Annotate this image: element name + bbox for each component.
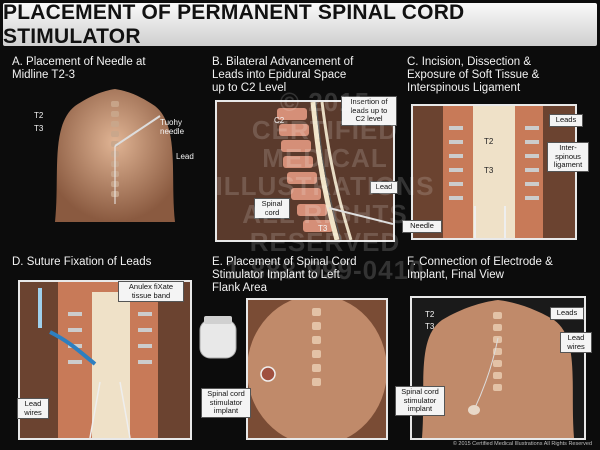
panel-b-heading: B. Bilateral Advancement of Leads into E… (212, 56, 353, 95)
panel-e-heading-line: E. Placement of Spinal Cord (212, 256, 357, 268)
label-line: wires (567, 341, 585, 351)
watermark-line: ALL RIGHTS (242, 199, 408, 229)
leads-label: Leads (549, 114, 583, 127)
panel-e-heading: E. Placement of Spinal Cord Stimulator I… (212, 256, 356, 295)
label-line: Anulex fiXate (128, 282, 174, 291)
back-needle-illustration (55, 89, 175, 222)
label-line: C2 level (355, 114, 383, 123)
label-line: spinous (555, 151, 581, 161)
label-line: Insertion of (350, 97, 388, 106)
label-line: wires (24, 407, 42, 417)
leads-label: Leads (550, 307, 584, 320)
panel-f-heading-line: F. Connection of Electrode & (407, 256, 553, 268)
watermark-line: MEDICAL (262, 143, 388, 173)
watermark-line: 1-888-999-0410 (225, 255, 425, 285)
lead-wires-label: Lead wires (17, 398, 49, 419)
lead-label: Lead (176, 152, 194, 161)
footer-copyright: © 2015 Certified Medical Illustrations A… (452, 441, 592, 447)
label-line: Lead (24, 399, 42, 408)
label-line: Inter- (559, 143, 577, 152)
label-line: cord (264, 207, 280, 217)
t2-label: T2 (34, 111, 44, 120)
t2-label: T2 (425, 310, 435, 319)
t3-label: T3 (34, 124, 44, 133)
copyright-watermark: © 2015 CERTIFIED MEDICAL ILLUSTRATIONS A… (215, 88, 435, 284)
watermark-line: ILLUSTRATIONS (215, 171, 435, 201)
implant-label: Spinal cord stimulator implant (395, 386, 445, 416)
label-line: Lead (567, 333, 585, 342)
lead-wires-label: Lead wires (560, 332, 592, 353)
tuohy-needle-label: Tuohy needle (160, 118, 184, 136)
watermark-line: CERTIFIED (251, 115, 399, 145)
final-view-illustration (412, 298, 584, 438)
implant-label: Spinal cord stimulator implant (201, 388, 251, 418)
label-line: tissue band (131, 290, 171, 300)
panel-c-heading-line: Exposure of Soft Tissue & (407, 69, 540, 81)
exposed-spine-illustration (413, 106, 575, 238)
label-line: needle (160, 127, 185, 136)
label-line: stimulator (403, 395, 437, 405)
panel-e-heading-line: Flank Area (212, 282, 267, 294)
anulex-label: Anulex fiXate tissue band (118, 281, 184, 302)
label-line: leads up to (350, 105, 388, 115)
flank-implant-illustration (248, 300, 386, 438)
t2-label: T2 (484, 137, 494, 146)
label-line: implant (407, 404, 433, 413)
panel-b-heading-line: B. Bilateral Advancement of (212, 56, 354, 68)
implant-device-icon (198, 316, 238, 360)
panel-c-heading: C. Incision, Dissection & Exposure of So… (407, 56, 539, 95)
panel-c-frame (411, 104, 577, 240)
label-line: Spinal cord (401, 387, 439, 396)
interspinous-ligament-label: Inter- spinous ligament (547, 142, 589, 172)
panel-f-heading: F. Connection of Electrode & Implant, Fi… (407, 256, 553, 282)
panel-d-heading-line: D. Suture Fixation of Leads (12, 256, 152, 268)
watermark-line: RESERVED (249, 227, 401, 257)
label-line: stimulator (209, 397, 243, 407)
t3-label: T3 (425, 322, 435, 331)
panel-f-frame (410, 296, 586, 440)
label-line: implant (213, 406, 239, 415)
panel-e-frame (246, 298, 388, 440)
panel-a-heading-line: A. Placement of Needle at (12, 56, 146, 68)
lead-label: Lead (370, 181, 398, 194)
label-line: Spinal cord (207, 389, 245, 398)
panel-c-heading-line: Interspinous Ligament (407, 82, 521, 94)
label-line: ligament (553, 160, 583, 169)
panel-e-heading-line: Stimulator Implant to Left (212, 269, 340, 281)
label-line: Tuohy (160, 118, 182, 127)
panel-c-heading-line: C. Incision, Dissection & (407, 56, 531, 68)
insertion-label: Insertion of leads up to C2 level (341, 96, 397, 126)
panel-a-illustration (40, 86, 190, 222)
spinal-cord-label: Spinal cord (254, 198, 290, 219)
panel-b-heading-line: up to C2 Level (212, 82, 287, 94)
c2-label: C2 (274, 116, 285, 125)
title-bar: PLACEMENT OF PERMANENT SPINAL CORD STIMU… (3, 0, 597, 48)
label-line: Spinal (261, 199, 283, 208)
panel-a-heading-line: Midline T2-3 (12, 69, 76, 81)
t3-label: T3 (318, 224, 328, 233)
needle-label: Needle (402, 220, 442, 233)
page-title: PLACEMENT OF PERMANENT SPINAL CORD STIMU… (3, 0, 465, 48)
panel-d-heading: D. Suture Fixation of Leads (12, 256, 151, 269)
panel-f-heading-line: Implant, Final View (407, 269, 504, 281)
panel-a-heading: A. Placement of Needle at Midline T2-3 (12, 56, 146, 82)
t3-label: T3 (484, 166, 494, 175)
panel-b-heading-line: Leads into Epidural Space (212, 69, 347, 81)
watermark-line: © 2015 (279, 87, 371, 117)
